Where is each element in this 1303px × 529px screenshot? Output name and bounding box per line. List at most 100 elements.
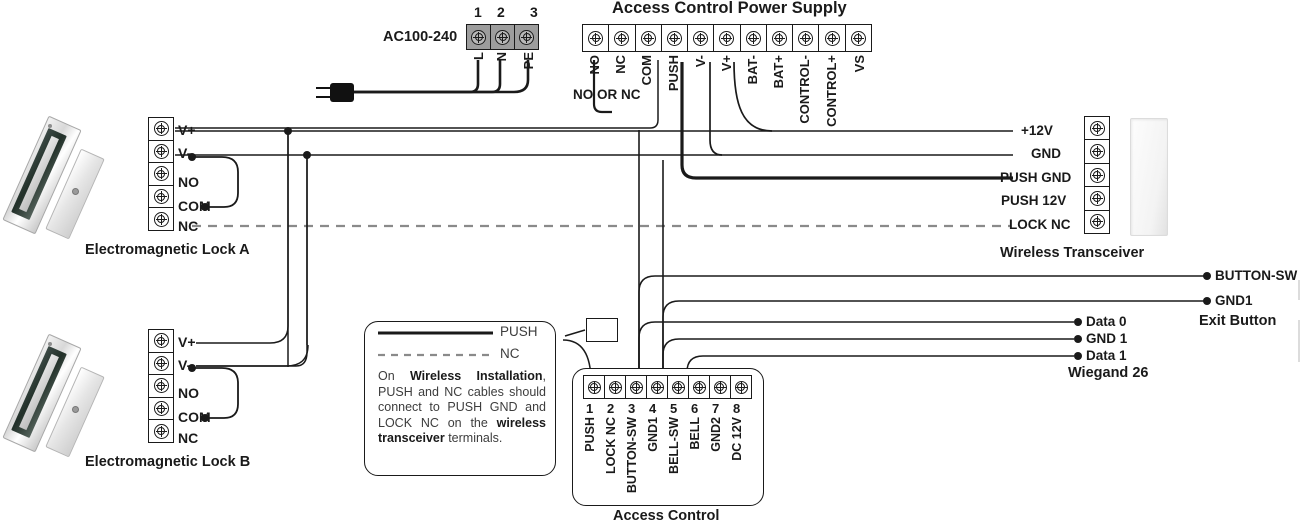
ps-terminal-push[interactable]	[662, 25, 689, 51]
ac-label-1-push: PUSH	[583, 417, 597, 452]
lock-b-terminal-block[interactable]	[148, 329, 174, 443]
xcvr-label-push-gnd: PUSH GND	[1000, 170, 1072, 185]
screw-icon	[153, 166, 169, 182]
xcvr-terminal-12v[interactable]	[1085, 117, 1109, 141]
ac-num-5: 5	[670, 401, 678, 416]
exit-button-label-gnd1: GND1	[1215, 293, 1253, 308]
screw-icon	[850, 30, 866, 46]
ps-terminal-controlminus[interactable]	[793, 25, 820, 51]
ac-terminal-l[interactable]	[467, 25, 491, 49]
ac-terminal-label-n: N	[494, 52, 509, 62]
ps-terminal-com[interactable]	[636, 25, 662, 51]
xcvr-label-push-12v: PUSH 12V	[1001, 193, 1067, 208]
lock-b-label-no: NO	[178, 385, 199, 401]
ps-terminal-nc[interactable]	[609, 25, 636, 51]
xcvr-terminal-push-gnd[interactable]	[1085, 164, 1109, 188]
lock-b-terminal-nc[interactable]	[149, 420, 173, 442]
screw-icon	[153, 378, 169, 394]
ac-terminal-1-push[interactable]	[584, 376, 605, 398]
lock-a-terminal-nc[interactable]	[149, 208, 173, 230]
lock-b-label-com: COM	[178, 409, 211, 425]
screw-icon	[153, 423, 169, 439]
screw-icon	[495, 29, 510, 45]
screw-icon	[153, 355, 169, 371]
ac-num-4: 4	[649, 401, 657, 416]
ps-label-batminus: BAT-	[745, 55, 760, 85]
xcvr-label-12v: +12V	[1021, 123, 1053, 138]
screw-icon	[1089, 120, 1105, 136]
ps-terminal-vminus[interactable]	[688, 25, 715, 51]
ps-terminal-no[interactable]	[583, 25, 610, 51]
lock-b-terminal-com[interactable]	[149, 398, 173, 421]
ac-terminal-8-dc12v[interactable]	[731, 376, 751, 398]
transceiver-terminal-block[interactable]	[1084, 116, 1110, 234]
ac-terminal-label-pe: PE	[521, 52, 536, 70]
ac-terminal-pe[interactable]	[515, 25, 538, 49]
ps-label-vs: VS	[852, 55, 867, 73]
screw-icon	[153, 121, 169, 137]
ac-terminal-4-gnd1[interactable]	[647, 376, 668, 398]
ac-label-7-gnd2: GND2	[709, 417, 723, 452]
ac-label-2-lock-nc: LOCK NC	[604, 417, 618, 474]
ac-terminal-3-button-sw[interactable]	[626, 376, 647, 398]
ps-terminal-vplus[interactable]	[714, 25, 741, 51]
screw-icon	[798, 30, 814, 46]
ac-terminal-label-l: L	[471, 52, 486, 60]
screw-icon	[1089, 190, 1105, 206]
xcvr-terminal-push-12v[interactable]	[1085, 187, 1109, 211]
screw-icon	[629, 380, 643, 394]
ac-terminal-6-bell[interactable]	[689, 376, 710, 398]
ps-terminal-vs[interactable]	[846, 25, 871, 51]
lock-a-label-nc: NC	[178, 218, 199, 234]
screw-icon	[614, 30, 630, 46]
power-plug-pin-2	[316, 96, 332, 99]
legend-note-part1: On	[378, 369, 410, 383]
access-control-terminal-block[interactable]	[583, 375, 752, 399]
ac-number-1: 1	[474, 4, 482, 20]
legend-box	[364, 321, 556, 476]
ps-label-nc: NC	[613, 55, 628, 74]
lock-b-terminal-vplus[interactable]	[149, 330, 173, 353]
transceiver-caption: Wireless Transceiver	[1000, 245, 1145, 261]
ac-label-6-bell: BELL	[688, 417, 702, 450]
screw-icon	[1089, 214, 1105, 230]
ps-terminal-batplus[interactable]	[767, 25, 794, 51]
ac-number-3: 3	[530, 4, 538, 20]
lock-a-terminal-vplus[interactable]	[149, 118, 173, 141]
ac-voltage-label: AC100-240	[383, 29, 458, 45]
ps-terminal-batminus[interactable]	[741, 25, 767, 51]
ac-label-8-dc12v: DC 12V	[730, 417, 744, 461]
lock-b-terminal-no[interactable]	[149, 375, 173, 398]
legend-callout-box	[586, 318, 618, 342]
ps-label-controlminus: CONTROL-	[797, 55, 812, 124]
screw-icon	[153, 333, 169, 349]
ac-terminal-block[interactable]	[466, 24, 539, 50]
xcvr-terminal-lock-nc[interactable]	[1085, 211, 1109, 233]
xcvr-terminal-gnd[interactable]	[1085, 140, 1109, 164]
lock-a-terminal-vminus[interactable]	[149, 141, 173, 164]
ps-label-com: COM	[639, 55, 654, 86]
ac-num-7: 7	[712, 401, 720, 416]
ac-terminal-n[interactable]	[491, 25, 515, 49]
power-plug-icon	[330, 83, 354, 102]
wiegand-label-data1: Data 1	[1086, 348, 1127, 363]
ac-num-1: 1	[586, 401, 594, 416]
ac-num-3: 3	[628, 401, 636, 416]
ac-label-4-gnd1: GND1	[646, 417, 660, 452]
lock-a-terminal-com[interactable]	[149, 186, 173, 209]
screw-icon	[650, 380, 664, 394]
exit-button-caption: Exit Button	[1199, 313, 1277, 329]
power-supply-terminal-block[interactable]	[582, 24, 872, 52]
ps-terminal-controlplus[interactable]	[819, 25, 846, 51]
screw-icon	[734, 380, 748, 394]
ac-terminal-5-bell-sw[interactable]	[668, 376, 689, 398]
ac-num-8: 8	[733, 401, 741, 416]
lock-b-terminal-vminus[interactable]	[149, 353, 173, 376]
access-control-caption: Access Control	[613, 508, 720, 524]
xcvr-label-lock-nc: LOCK NC	[1009, 217, 1071, 232]
lock-a-terminal-block[interactable]	[148, 117, 174, 231]
ac-terminal-7-gnd2[interactable]	[710, 376, 731, 398]
ac-terminal-2-lock-nc[interactable]	[605, 376, 626, 398]
lock-a-terminal-no[interactable]	[149, 163, 173, 186]
screw-icon	[608, 380, 622, 394]
